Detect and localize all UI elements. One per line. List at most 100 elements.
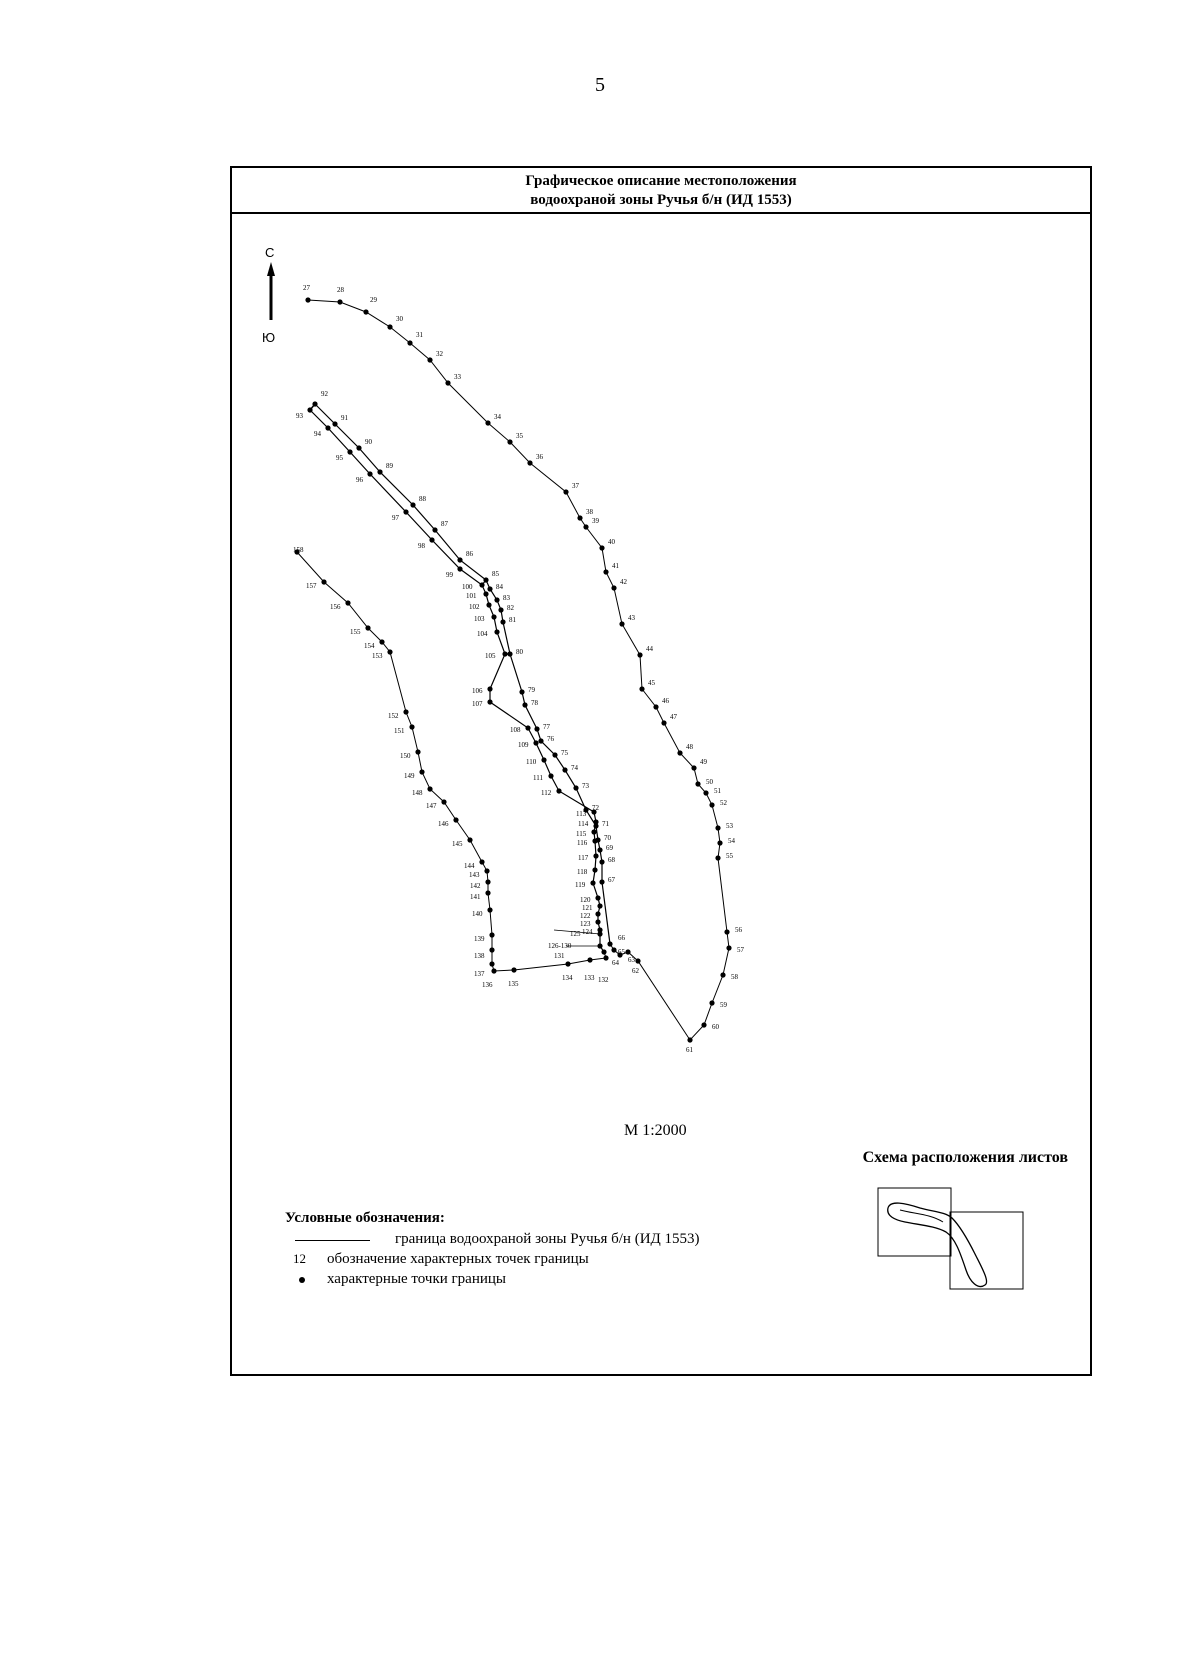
boundary-point [345,600,351,606]
boundary-points [294,297,732,1043]
boundary-point-label: 109 [518,741,529,749]
boundary-point [597,943,603,949]
boundary-point [552,752,558,758]
boundary-point-label: 92 [321,390,329,398]
boundary-point-label: 96 [356,476,364,484]
boundary-point [367,471,373,477]
boundary-point-label: 42 [620,578,628,586]
boundary-point [677,750,683,756]
boundary-point [715,825,721,831]
legend-item-point-number: 12 обозначение характерных точек границы [285,1249,589,1269]
boundary-point [597,847,603,853]
boundary-point [715,855,721,861]
page-number: 5 [595,74,605,96]
boundary-point [403,709,409,715]
boundary-point [363,309,369,315]
legend-number-sample: 12 [293,1251,306,1266]
boundary-point [701,1022,707,1028]
boundary-point [483,577,489,583]
boundary-point-label: 97 [392,514,400,522]
boundary-point-label: 61 [686,1046,694,1054]
boundary-point [487,686,493,692]
boundary-point [489,961,495,967]
boundary-point [441,799,447,805]
boundary-point-label: 46 [662,697,670,705]
boundary-point [312,401,318,407]
boundary-point-label: 106 [472,687,483,695]
boundary-point [541,757,547,763]
boundary-point-label: 142 [470,882,481,890]
boundary-point-label: 70 [604,834,612,842]
boundary-point-label: 134 [562,974,573,982]
boundary-point [591,809,597,815]
boundary-point [617,952,623,958]
boundary-point [563,489,569,495]
boundary-point-label: 64 [612,959,620,967]
boundary-point [577,515,583,521]
boundary-point [432,527,438,533]
boundary-point [491,614,497,620]
boundary-point [687,1037,693,1043]
boundary-point-label: 66 [618,934,626,942]
boundary-point-label: 143 [469,871,480,879]
boundary-point [491,968,497,974]
boundary-point-label: 101 [466,592,477,600]
boundary-point-label: 55 [726,852,734,860]
boundary-point [457,566,463,572]
boundary-point [365,625,371,631]
boundary-point [321,579,327,585]
boundary-point-label: 39 [592,517,600,525]
boundary-point [592,838,598,844]
boundary-point-label: 152 [388,712,399,720]
boundary-point-label: 108 [510,726,521,734]
frame-title-line-1: Графическое описание местоположения [525,173,797,189]
boundary-point-label: 78 [531,699,539,707]
legend-item-text: граница водоохраной зоны Ручья б/н (ИД 1… [395,1231,700,1247]
boundary-point [583,807,589,813]
boundary-point [525,725,531,731]
boundary-point [595,895,601,901]
frame-header: Графическое описание местоположения водо… [232,168,1090,214]
boundary-point-label: 88 [419,495,427,503]
boundary-point [507,651,513,657]
boundary-point-label: 37 [572,482,580,490]
boundary-point [709,1000,715,1006]
boundary-point-label: 140 [472,910,483,918]
boundary-point [487,699,493,705]
boundary-point-label: 117 [578,854,589,862]
boundary-point [410,502,416,508]
boundary-point-label: 41 [612,562,620,570]
boundary-point [534,726,540,732]
boundary-point-label: 118 [577,868,588,876]
boundary-point-label: 73 [582,782,590,790]
boundary-point-label: 58 [731,973,739,981]
boundary-point [387,324,393,330]
boundary-point [597,931,603,937]
boundary-point [484,868,490,874]
boundary-point [635,958,641,964]
boundary-point-label: 87 [441,520,449,528]
boundary-point [597,903,603,909]
boundary-point-label: 150 [400,752,411,760]
boundary-point-label: 80 [516,648,524,656]
boundary-point [619,621,625,627]
boundary-point [587,957,593,963]
boundary-point-label: 138 [474,952,485,960]
boundary-point-label: 114 [578,820,589,828]
boundary-point [485,420,491,426]
boundary-point-label: 62 [632,967,640,975]
boundary-point [427,786,433,792]
boundary-point [325,425,331,431]
boundary-point-label: 111 [533,774,543,782]
sheet-scheme-title: Схема расположения листов [862,1149,1068,1166]
boundary-point-label: 32 [436,350,444,358]
boundary-point [502,651,508,657]
boundary-point [489,947,495,953]
boundary-lines [296,299,730,1041]
sheet-1-rect [877,1187,952,1257]
boundary-point-label: 76 [547,735,555,743]
boundary-point [457,557,463,563]
boundary-point-label: 141 [470,893,481,901]
boundary-point-label: 74 [571,764,579,772]
boundary-point-label: 51 [714,787,722,795]
